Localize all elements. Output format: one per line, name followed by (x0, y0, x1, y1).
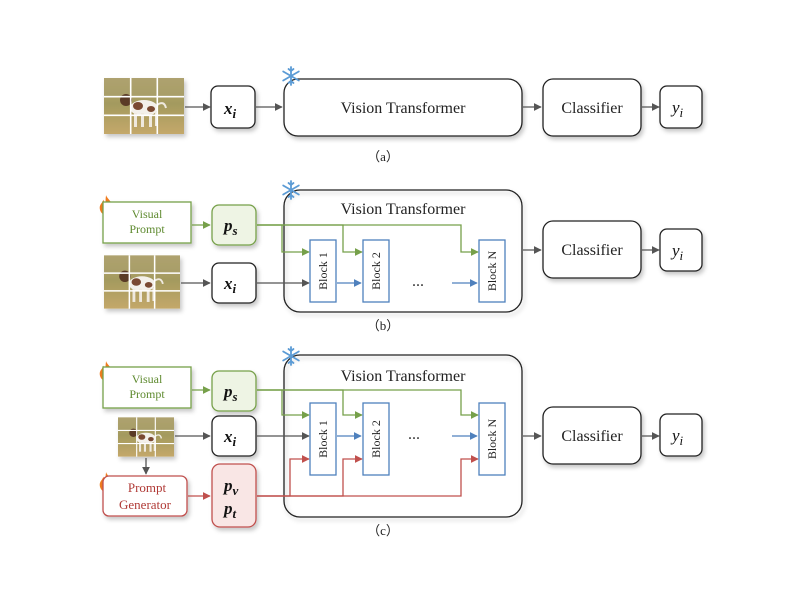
visual-prompt-line2-b: Prompt (129, 222, 165, 236)
classifier-label-c: Classifier (561, 428, 623, 445)
prompt-token-box-b (211, 204, 257, 246)
vit-label-b: Vision Transformer (341, 201, 466, 218)
prompt-token-b: ps (222, 216, 238, 238)
block1-label-b: Block 1 (316, 252, 330, 290)
input-token-box-b (211, 262, 257, 304)
prompt-route-blockN-b (257, 224, 479, 256)
output-label-b: yi (670, 241, 684, 263)
vit-label-c: Vision Transformer (341, 368, 466, 385)
generated-route-block1-c (257, 455, 310, 497)
ellipsis-b: ... (412, 273, 424, 290)
block1-b (309, 239, 337, 303)
block2-b (362, 239, 390, 303)
blockN-b (478, 239, 506, 303)
prompt-token-box-c (211, 370, 257, 412)
pv-token-c: pv (222, 476, 239, 498)
prompt-generator-line1-c: Prompt (128, 480, 167, 495)
visual-prompt-line1-c: Visual (132, 372, 163, 386)
visual-prompt-box-b (102, 201, 192, 244)
classifier-box-b (542, 220, 642, 279)
classifier-box-a (542, 78, 642, 137)
vit-box-b (283, 189, 523, 313)
vit-label-a: Vision Transformer (341, 100, 466, 117)
output-box-c (659, 413, 703, 457)
panel-b: Visual Prompt ps xi Vision Transformer B… (99, 180, 703, 333)
blockN-label-b: Block N (485, 251, 499, 292)
classifier-label-a: Classifier (561, 100, 623, 117)
visual-prompt-line2-c: Prompt (129, 387, 165, 401)
output-box-a (659, 85, 703, 129)
output-label-a: yi (670, 98, 684, 120)
pt-token-c: pt (222, 499, 237, 521)
prompt-route-block1-c (257, 389, 310, 419)
classifier-label-b: Classifier (561, 242, 623, 259)
block2-label-b: Block 2 (369, 252, 383, 290)
input-image-a (104, 78, 184, 134)
caption-b: （b） (367, 318, 400, 333)
classifier-box-c (542, 406, 642, 465)
input-token-a: xi (223, 99, 237, 121)
blockN-label-c: Block N (485, 419, 499, 460)
visual-prompt-line1-b: Visual (132, 207, 163, 221)
input-token-box-c (211, 415, 257, 457)
panel-a: xi Vision Transformer Classifier yi （a） (104, 66, 703, 164)
prompt-route-blockN-c (257, 389, 479, 419)
vit-box-a (283, 78, 523, 137)
input-token-b: xi (223, 274, 237, 296)
prompt-token-c: ps (222, 382, 238, 404)
panel-c: Visual Prompt ps xi Prompt Generator pv … (99, 346, 703, 538)
prompt-generator-line2-c: Generator (119, 497, 172, 512)
block1-label-c: Block 1 (316, 420, 330, 458)
input-token-box-a (210, 85, 256, 129)
prompt-route-block1-b (257, 224, 310, 256)
caption-a: （a） (367, 149, 399, 164)
input-image-b (104, 254, 180, 310)
output-box-b (659, 228, 703, 272)
blockN-c (478, 402, 506, 476)
input-token-c: xi (223, 427, 237, 449)
generated-route-blockN-c (257, 455, 479, 497)
ellipsis-c: ... (408, 426, 420, 443)
output-label-c: yi (670, 426, 684, 448)
input-image-c (118, 417, 174, 457)
prompt-generator-box-c (102, 475, 188, 517)
block2-label-c: Block 2 (369, 420, 383, 458)
caption-c: （c） (367, 523, 399, 538)
visual-prompt-box-c (102, 366, 192, 409)
block2-c (362, 402, 390, 476)
block1-c (309, 402, 337, 476)
generated-prompt-box-c (211, 463, 257, 528)
